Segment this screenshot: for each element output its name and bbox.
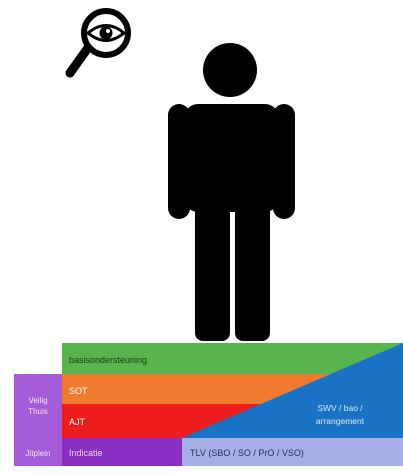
band-indication (62, 438, 182, 466)
magnifier-eye-icon (65, 8, 131, 78)
tlv-label: TLV (SBO / SO / PrO / VSO) (190, 448, 304, 458)
sot-label: SOT (69, 386, 88, 396)
blue-diagonal-region (182, 343, 403, 438)
safe-home-block (14, 374, 62, 438)
jitplein-block (14, 438, 62, 466)
person-figure-icon (168, 43, 295, 341)
band-labels: basisondersteuning SOT AJT Indicatie TLV… (26, 355, 365, 458)
safe-home-label-line1: Veilig (28, 396, 47, 405)
basic-support-label: basisondersteuning (69, 355, 147, 365)
jitplein-label: Jitplein (26, 449, 51, 458)
safe-home-label-line2: Thuis (28, 407, 48, 416)
blue-region-label-line2: arrangement (316, 416, 365, 426)
ajt-label: AJT (69, 417, 86, 427)
blue-region-label-line1: SWV / bao / (317, 403, 363, 413)
support-bands (14, 343, 403, 466)
band-tlv (182, 438, 403, 466)
indication-label: Indicatie (69, 448, 103, 458)
